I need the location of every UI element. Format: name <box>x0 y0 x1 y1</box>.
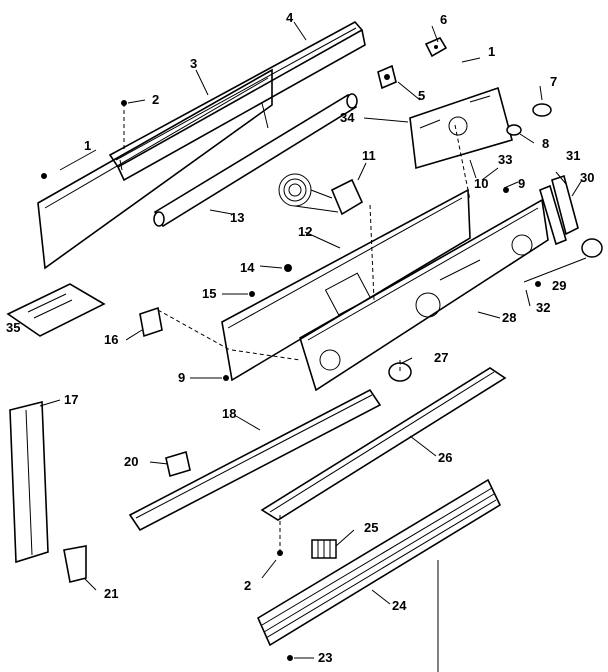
part-labels: 1 1 2 2 3 4 5 6 7 8 9 9 10 11 12 13 14 1… <box>6 10 594 665</box>
label-part-1a: 1 <box>84 138 91 153</box>
label-part-16: 16 <box>104 332 118 347</box>
part-21-bracket <box>63 545 87 583</box>
fasteners <box>41 100 541 661</box>
part-20-tab <box>165 450 191 478</box>
part-18-lower-channel <box>128 388 382 532</box>
part-10-control-plate <box>409 86 513 170</box>
label-part-27: 27 <box>434 350 448 365</box>
label-part-14: 14 <box>240 260 255 275</box>
label-part-15: 15 <box>202 286 216 301</box>
label-part-29: 29 <box>552 278 566 293</box>
label-part-9a: 9 <box>518 176 525 191</box>
label-part-20: 20 <box>124 454 138 469</box>
part-16-clip <box>139 306 163 338</box>
part-24-kick-plate <box>256 478 502 647</box>
label-part-33: 33 <box>498 152 512 167</box>
label-part-12: 12 <box>298 224 312 239</box>
part-28-front-panel <box>299 198 549 392</box>
part-11-thermostat <box>278 173 364 216</box>
label-part-35: 35 <box>6 320 20 335</box>
part-7-knob <box>532 103 552 117</box>
guide-lines <box>123 103 471 672</box>
label-part-13: 13 <box>230 210 244 225</box>
part-13-tube <box>153 93 358 228</box>
label-part-2a: 2 <box>152 92 159 107</box>
label-part-24: 24 <box>392 598 407 613</box>
part-25-terminal-block <box>311 539 337 559</box>
part-3-back-panel <box>37 68 273 270</box>
label-part-23: 23 <box>318 650 332 665</box>
label-part-10: 10 <box>474 176 488 191</box>
label-part-11: 11 <box>362 148 376 163</box>
part-26-trim-strip <box>260 367 507 521</box>
leader-lines <box>39 21 587 659</box>
label-part-34: 34 <box>340 110 355 125</box>
part-12-main-panel <box>221 188 471 382</box>
part-8-knob <box>506 124 522 136</box>
part-29-knob <box>581 238 603 258</box>
part-27-knob <box>388 362 412 382</box>
label-part-32: 32 <box>536 300 550 315</box>
label-part-30: 30 <box>580 170 594 185</box>
label-part-17: 17 <box>64 392 78 407</box>
part-6-clip <box>424 36 448 58</box>
label-part-25: 25 <box>364 520 378 535</box>
label-part-8: 8 <box>542 136 549 151</box>
label-part-9b: 9 <box>178 370 185 385</box>
part-5-bracket <box>377 64 397 90</box>
label-part-28: 28 <box>502 310 516 325</box>
label-part-21: 21 <box>104 586 118 601</box>
part-35-rating-plate <box>6 283 106 337</box>
label-part-26: 26 <box>438 450 452 465</box>
part-31-trim <box>539 184 567 246</box>
label-part-4: 4 <box>286 10 294 25</box>
label-part-18: 18 <box>222 406 236 421</box>
label-part-2b: 2 <box>244 578 251 593</box>
label-part-6: 6 <box>440 12 447 27</box>
label-part-5: 5 <box>418 88 425 103</box>
part-4-top-trim <box>108 20 366 182</box>
label-part-31: 31 <box>566 148 580 163</box>
label-part-1b: 1 <box>488 44 495 59</box>
label-part-3: 3 <box>190 56 197 71</box>
label-part-7: 7 <box>550 74 557 89</box>
part-17-side-panel <box>9 400 49 564</box>
